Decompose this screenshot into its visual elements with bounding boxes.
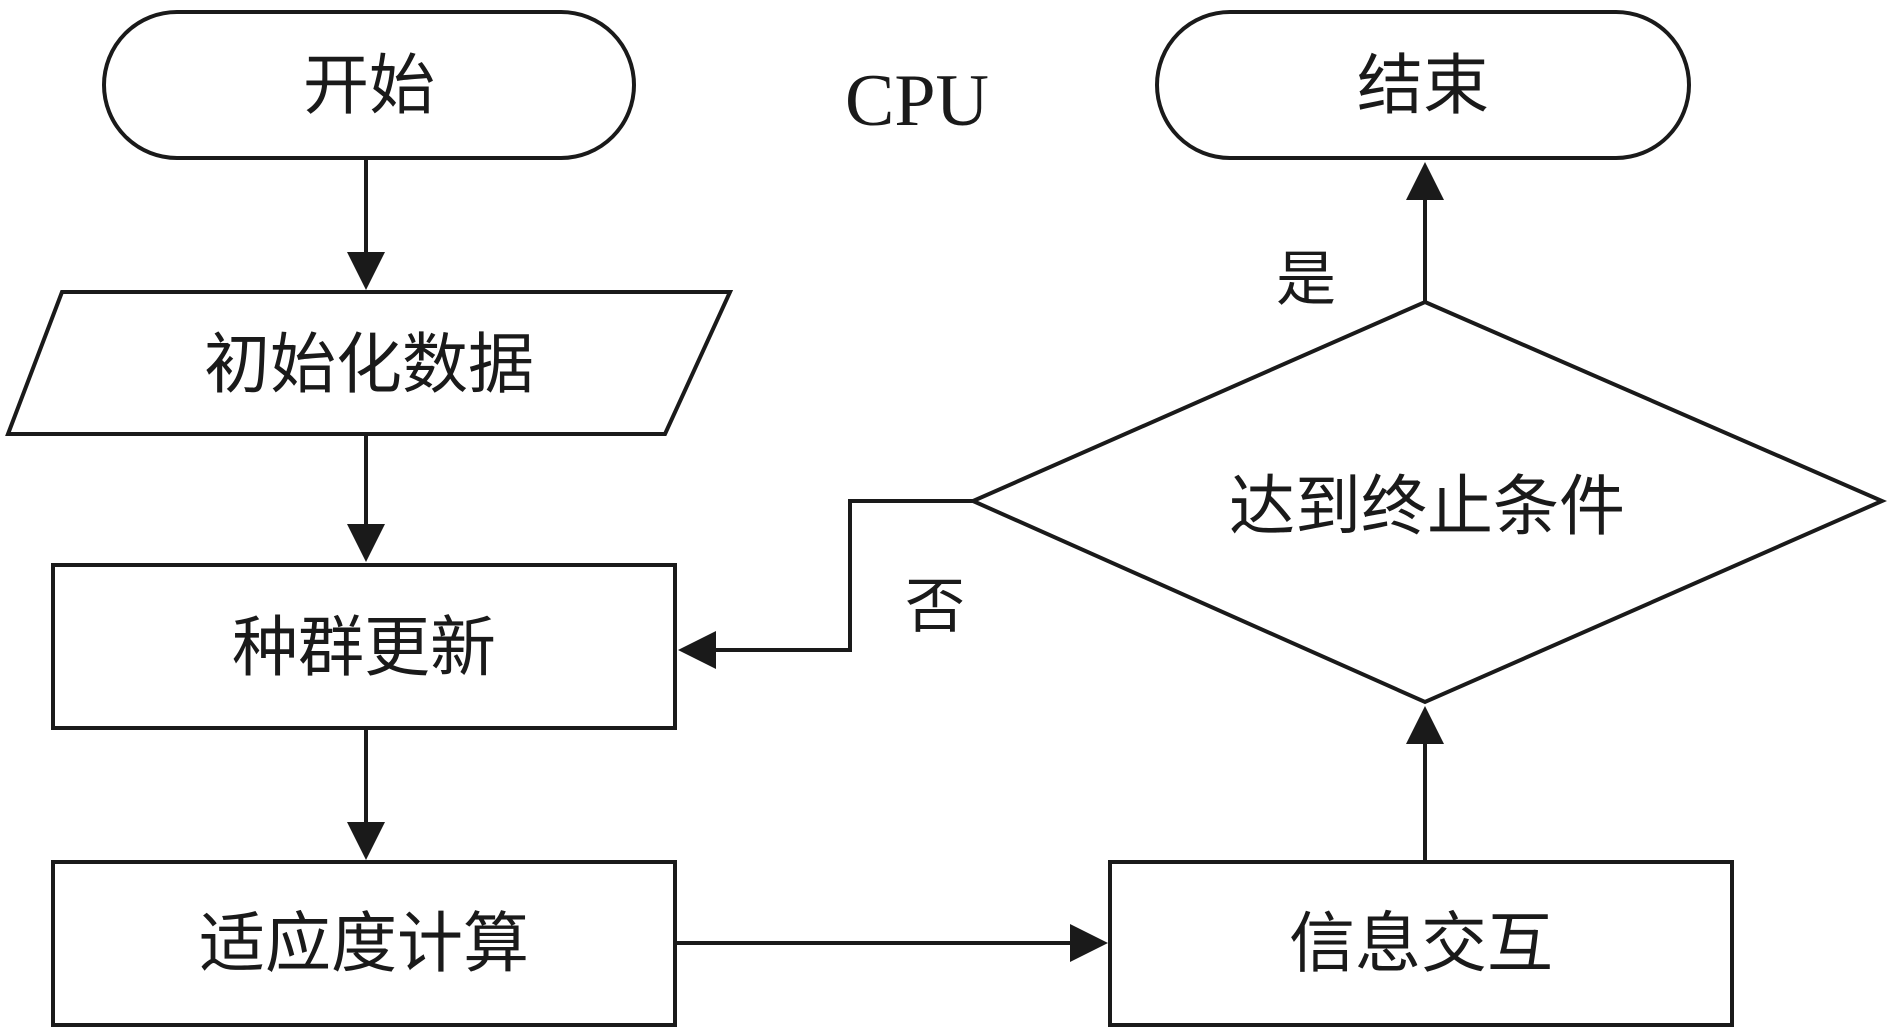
- start-node-shape: [102, 10, 636, 160]
- start-node-label: 开始: [303, 47, 435, 124]
- termination-decision-node-label: 达到终止条件: [1229, 468, 1625, 545]
- arrowhead-right: [1070, 924, 1108, 962]
- edge-label-no: 否: [905, 572, 965, 642]
- fitness-calc-node: 适应度计算: [51, 860, 677, 1027]
- end-node-shape: [1155, 10, 1691, 160]
- diagram-header: CPU: [845, 60, 989, 142]
- arrowhead-down: [347, 252, 385, 290]
- termination-decision-node: 达到终止条件: [968, 299, 1887, 705]
- edge-fitness-to-exchange: [675, 924, 1108, 962]
- info-exchange-node-shape: [1108, 860, 1734, 1027]
- arrowhead-down: [347, 524, 385, 562]
- start-node: 开始: [102, 10, 636, 160]
- init-data-node: 初始化数据: [5, 290, 734, 436]
- population-update-node: 种群更新: [51, 563, 677, 730]
- population-update-node-shape: [51, 563, 677, 730]
- init-data-node-label: 初始化数据: [204, 326, 534, 403]
- arrowhead-left: [678, 631, 716, 669]
- edge-start-to-init: [347, 158, 385, 290]
- edge-update-to-fitness: [347, 728, 385, 860]
- end-node-label: 结束: [1357, 47, 1489, 124]
- population-update-node-label: 种群更新: [232, 609, 496, 686]
- arrowhead-up: [1406, 706, 1444, 744]
- edge-init-to-update: [347, 434, 385, 562]
- edge-decision-to-end: [1406, 162, 1444, 302]
- arrowhead-up: [1406, 162, 1444, 200]
- termination-decision-node-shape: [968, 299, 1887, 705]
- info-exchange-node: 信息交互: [1108, 860, 1734, 1027]
- fitness-calc-node-label: 适应度计算: [199, 905, 529, 982]
- arrowhead-down: [347, 822, 385, 860]
- init-data-node-shape: [5, 290, 734, 436]
- edge-label-yes: 是: [1276, 245, 1336, 315]
- info-exchange-node-label: 信息交互: [1289, 905, 1553, 982]
- edge-decision-to-update-no: [678, 499, 973, 669]
- edge-exchange-to-decision: [1406, 706, 1444, 862]
- end-node: 结束: [1155, 10, 1691, 160]
